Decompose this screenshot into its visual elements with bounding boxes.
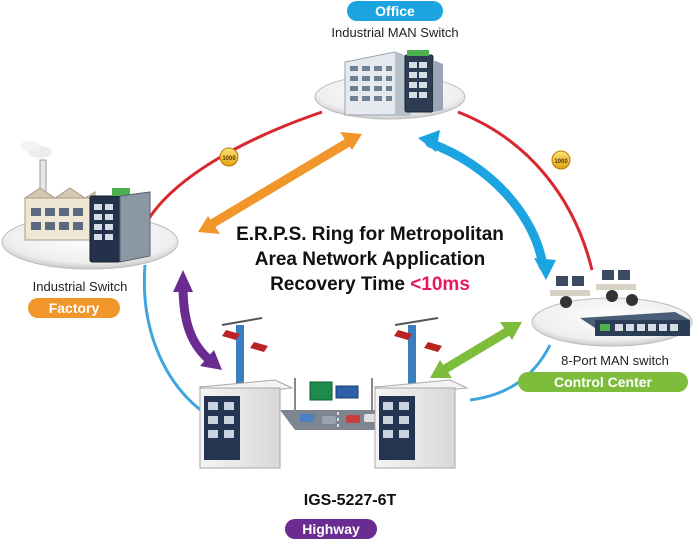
camera-pole-right-icon: [394, 317, 442, 397]
title-line-3-prefix: Recovery Time: [270, 274, 411, 295]
control-room-icon: [550, 270, 638, 308]
red-ring-left: [143, 110, 323, 226]
control-caption: 8-Port MAN switch: [561, 353, 669, 368]
cabinet-right-icon: [373, 379, 469, 469]
link-speed-badge-right: 1000: [551, 150, 571, 170]
svg-text:1000: 1000: [222, 156, 236, 162]
factory-icon: [20, 141, 96, 241]
svg-text:1000: 1000: [554, 159, 568, 165]
factory-caption: Industrial Switch: [32, 279, 128, 294]
title-line-2: Area Network Application: [254, 249, 486, 270]
blue-ring-left: [142, 264, 216, 422]
red-ring-right: [457, 110, 594, 271]
highway-sign-icon: [294, 378, 373, 412]
orange-arrow: [198, 132, 362, 234]
camera-pole-left-icon: [221, 317, 268, 397]
purple-arrow: [173, 270, 222, 370]
highway-road-icon: [280, 410, 400, 430]
diagram-title: E.R.P.S. Ring for Metropolitan Area Netw…: [205, 222, 535, 297]
cabinet-left-icon: [198, 379, 294, 469]
title-line-3: Recovery Time <10ms: [205, 272, 535, 297]
office-caption: Industrial MAN Switch: [331, 25, 459, 40]
highway-model-label: IGS-5227-6T: [303, 492, 397, 509]
factory-switch-icon: [89, 188, 151, 263]
office-switch-icon: [404, 50, 443, 113]
office-building-icon: [344, 51, 411, 116]
control-switch-icon: [580, 312, 690, 336]
title-line-1: E.R.P.S. Ring for Metropolitan: [236, 224, 504, 245]
link-speed-badge-left: 1000: [219, 147, 239, 167]
control-badge: Control Center: [518, 372, 688, 392]
blue-arrow: [418, 130, 556, 280]
office-badge: Office: [347, 1, 443, 21]
highway-badge: Highway: [285, 519, 377, 539]
factory-badge: Factory: [28, 298, 120, 318]
green-arrow: [430, 322, 522, 378]
recovery-time-value: <10ms: [410, 274, 470, 295]
